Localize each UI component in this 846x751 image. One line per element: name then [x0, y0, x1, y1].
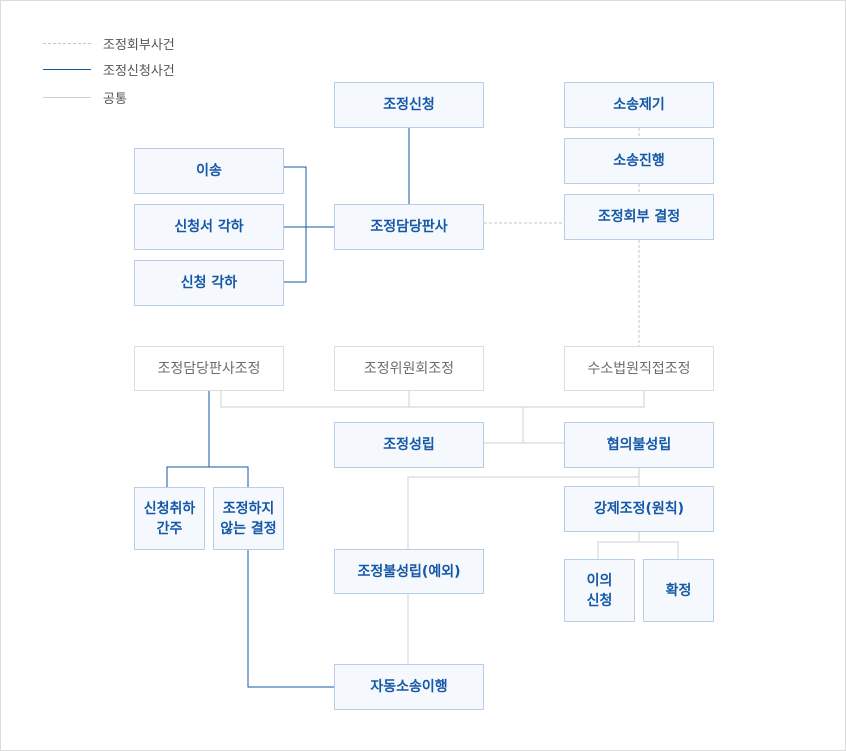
- node-deemed-withdrawal: 신청취하 간주: [134, 487, 205, 550]
- legend-referral-swatch: [43, 42, 91, 44]
- node-referral-decision: 조정회부 결정: [564, 194, 714, 240]
- connector-methods-merge: [220, 391, 645, 408]
- connector-branch-split: [166, 466, 249, 487]
- referral-connectors: [484, 128, 640, 346]
- node-finalization: 확정: [643, 559, 714, 622]
- node-lawsuit-filing: 소송제기: [564, 82, 714, 128]
- node-mediation-success: 조정성립: [334, 422, 484, 468]
- connector-not-mediate-auto: [247, 550, 334, 688]
- node-committee-mediation: 조정위원회조정: [334, 346, 484, 391]
- node-application-dismissal: 신청 각하: [134, 260, 284, 306]
- common-connectors: [220, 391, 679, 664]
- node-mediation-judge: 조정담당판사: [334, 204, 484, 250]
- legend-application-label: 조정신청사건: [103, 63, 175, 79]
- node-decision-not-mediate: 조정하지 않는 결정: [213, 487, 284, 550]
- node-compulsory-mediation: 강제조정(원칙): [564, 486, 714, 532]
- node-objection-filing: 이의 신청: [564, 559, 635, 622]
- application-connectors: [166, 128, 410, 688]
- legend-referral-label: 조정회부사건: [103, 37, 175, 53]
- node-application-rejection: 신청서 각하: [134, 204, 284, 250]
- node-court-mediation: 수소법원직접조정: [564, 346, 714, 391]
- node-transfer: 이송: [134, 148, 284, 194]
- node-lawsuit-proceeding: 소송진행: [564, 138, 714, 184]
- legend-common-swatch: [43, 96, 91, 98]
- legend-common: 공통: [43, 88, 127, 107]
- node-automatic-litigation: 자동소송이행: [334, 664, 484, 710]
- connector-failure-exception: [407, 468, 640, 549]
- connector-bracket: [284, 166, 307, 283]
- node-judge-mediation: 조정담당판사조정: [134, 346, 284, 391]
- legend-application-swatch: [43, 68, 91, 70]
- legend-referral: 조정회부사건: [43, 34, 175, 53]
- node-mediation-application: 조정신청: [334, 82, 484, 128]
- connector-compulsory-split: [597, 541, 679, 559]
- legend-application: 조정신청사건: [43, 60, 175, 79]
- legend-common-label: 공통: [103, 91, 127, 107]
- node-agreement-failure: 협의불성립: [564, 422, 714, 468]
- node-mediation-failure-exception: 조정불성립(예외): [334, 549, 484, 594]
